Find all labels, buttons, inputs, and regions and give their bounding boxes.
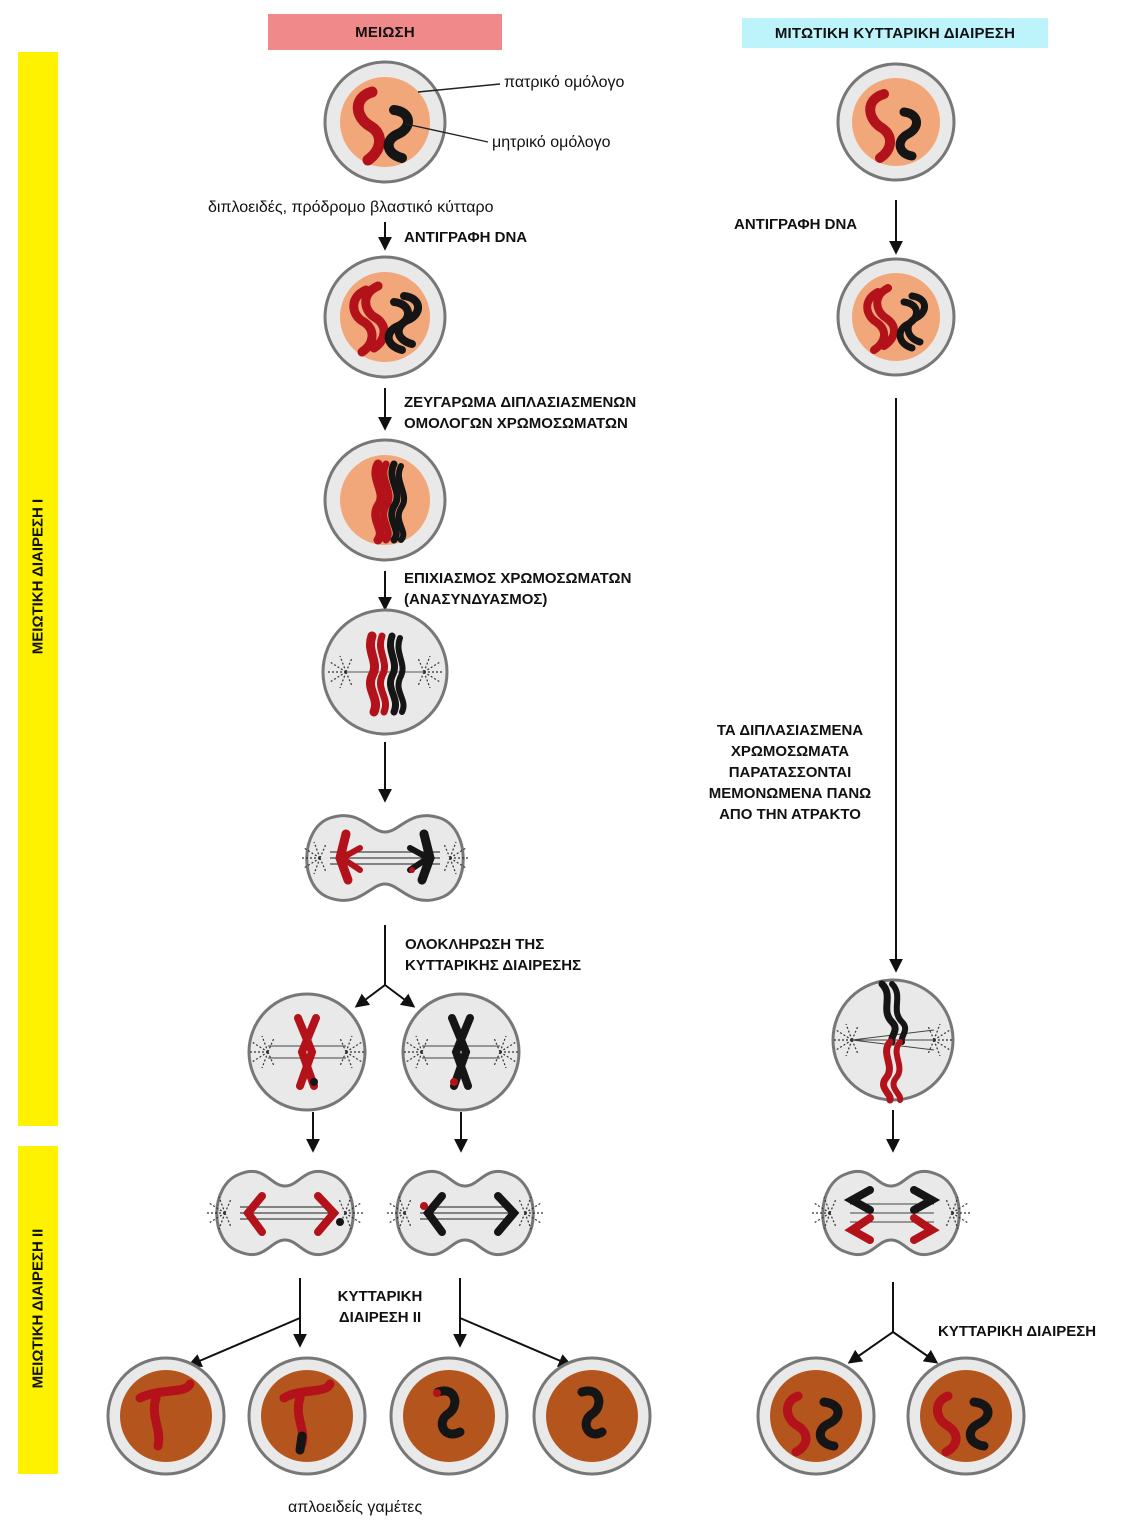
crossing-label-line-2: (ΑΝΑΣΥΝΔΥΑΣΜΟΣ) xyxy=(404,591,548,608)
gamete-4 xyxy=(532,1356,652,1476)
meiosis-crossing-cell xyxy=(321,608,449,736)
mitosis-header: ΜΙΤΩΤΙΚΗ ΚΥΤΤΑΡΙΚΗ ΔΙΑΙΡΕΣΗ xyxy=(742,18,1048,48)
crossing-label-line-1: ΕΠΙΧΙΑΣΜΟΣ ΧΡΩΜΟΣΩΜΑΤΩΝ xyxy=(404,570,632,587)
meiosis-header: ΜΕΙΩΣΗ xyxy=(268,14,502,50)
pairing-label-line-2: ΟΜΟΛΟΓΩΝ ΧΡΩΜΟΣΩΜΑΤΩΝ xyxy=(404,415,628,432)
mitosis-dna-replication-label: ΑΝΤΙΓΡΑΦΗ DNA xyxy=(734,216,858,233)
division-2-label-line-2: ΔΙΑΙΡΕΣΗ II xyxy=(338,1309,422,1326)
gamete-1 xyxy=(106,1356,226,1476)
meiosis-header-label: ΜΕΙΩΣΗ xyxy=(355,23,415,41)
mitosis-cell-division-label: ΚΥΤΤΑΡΙΚΗ ΔΙΑΙΡΕΣΗ xyxy=(938,1323,1097,1340)
mitosis-header-label: ΜΙΤΩΤΙΚΗ ΚΥΤΤΑΡΙΚΗ ΔΙΑΙΡΕΣΗ xyxy=(774,24,1016,42)
mitosis-replicated-cell xyxy=(836,257,956,377)
paternal-pointer xyxy=(417,83,501,93)
pairing-label-line-1: ΖΕΥΓΑΡΩΜΑ ΔΙΠΛΑΣΙΑΣΜΕΝΩΝ xyxy=(404,394,637,411)
mitosis-daughter-cell-left xyxy=(756,1356,876,1476)
gamete-3 xyxy=(389,1356,509,1476)
paternal-homolog-label: πατρικό ομόλογο xyxy=(504,74,625,91)
align-label-line-1: ΤΑ ΔΙΠΛΑΣΙΑΣΜΕΝΑ xyxy=(716,722,864,739)
completion-label-line-1: ΟΛΟΚΛΗΡΩΣΗ ΤΗΣ xyxy=(405,936,545,953)
completion-label-line-2: ΚΥΤΤΑΡΙΚΗΣ ΔΙΑΙΡΕΣΗΣ xyxy=(405,957,582,974)
meiosis-paired-cell xyxy=(323,438,447,562)
division-1-bar xyxy=(18,52,58,1126)
meiosis-anaphase-1-cell xyxy=(301,814,469,902)
meiosis-anaphase-2-cell-right xyxy=(386,1169,544,1257)
mitosis-metaphase-cell xyxy=(831,978,955,1104)
meiosis-metaphase-2-cell-left xyxy=(247,992,367,1112)
meiosis-metaphase-2-cell-right xyxy=(401,992,521,1112)
division-2-label-line-1: ΚΥΤΤΑΡΙΚΗ xyxy=(337,1288,423,1305)
diploid-cell-label: διπλοειδές, πρόδρομο βλαστικό κύτταρο xyxy=(208,199,494,216)
division-2-bar xyxy=(18,1146,58,1474)
meiosis-diploid-cell xyxy=(323,60,447,184)
mitosis-anaphase-cell xyxy=(811,1169,971,1257)
mitosis-diploid-cell xyxy=(836,62,956,182)
maternal-pointer xyxy=(405,123,489,143)
align-label-line-3: ΠΑΡΑΤΑΣΣΟΝΤΑΙ xyxy=(728,764,852,781)
align-label-line-2: ΧΡΩΜΟΣΩΜΑΤΑ xyxy=(730,743,850,760)
gamete-2 xyxy=(247,1356,367,1476)
meiosis-dna-replication-label: ΑΝΤΙΓΡΑΦΗ DNA xyxy=(404,229,528,246)
meiosis-anaphase-2-cell-left xyxy=(206,1169,364,1257)
haploid-gametes-label: απλοειδείς γαμέτες xyxy=(288,1499,423,1516)
align-label-line-5: ΑΠΟ ΤΗΝ ΑΤΡΑΚΤΟ xyxy=(719,806,861,823)
align-label-line-4: ΜΕΜΟΝΩΜΕΝΑ ΠΑΝΩ xyxy=(708,785,872,802)
meiosis-replicated-cell xyxy=(323,255,447,379)
mitosis-daughter-cell-right xyxy=(906,1356,1026,1476)
maternal-homolog-label: μητρικό ομόλογο xyxy=(492,134,611,151)
